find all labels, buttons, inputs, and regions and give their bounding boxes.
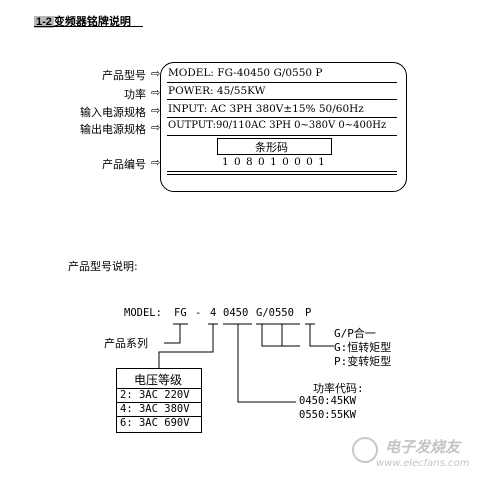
type-note: G/P合一 [334, 327, 376, 340]
model-voltage: 4 [210, 307, 217, 319]
power-code-row: 0550:55KW [299, 409, 356, 421]
plate-divider [167, 99, 397, 100]
section-underline [34, 26, 143, 27]
label-serial: 产品编号 [102, 158, 146, 171]
type-note: G:恒转矩型 [334, 341, 392, 354]
voltage-table-title: 电压等级 [134, 373, 183, 387]
power-code-row: 0450:45KW [299, 395, 356, 407]
barcode-box [217, 138, 332, 155]
barcode-label: 条形码 [255, 141, 288, 154]
serial-number: 1 0 8 0 1 0 0 0 1 [222, 156, 326, 168]
voltage-row: 4: 3AC 380V [120, 403, 190, 415]
model-series: FG [174, 307, 187, 319]
plate-divider [167, 135, 397, 136]
series-label: 产品系列 [104, 337, 148, 350]
arrow-icon: ⇨ [151, 121, 161, 134]
arrow-icon: ⇨ [151, 104, 161, 117]
model-explanation-heading: 产品型号说明: [68, 260, 138, 273]
label-model: 产品型号 [102, 69, 146, 82]
voltage-row: 6: 3AC 690V [120, 417, 190, 429]
plate-divider [167, 174, 397, 175]
label-output: 输出电源规格 [80, 123, 146, 136]
arrow-icon: ⇨ [151, 86, 161, 99]
watermark-brand: 电子发烧友 [385, 438, 461, 456]
model-power: 0450 [223, 307, 249, 319]
arrow-icon: ⇨ [151, 156, 161, 169]
voltage-table-divider [116, 402, 202, 403]
watermark-url: www.elecfans.com [376, 458, 470, 469]
arrow-icon: ⇨ [151, 67, 161, 80]
plate-divider [167, 82, 397, 83]
label-input: 输入电源规格 [80, 106, 146, 119]
model-prefix: MODEL: [124, 307, 162, 319]
type-note: P:变转矩型 [334, 355, 392, 368]
nameplate-box [160, 62, 407, 192]
nameplate-model: MODEL: FG-40450 G/0550 P [168, 67, 323, 79]
plate-divider [167, 117, 397, 118]
voltage-row: 2: 3AC 220V [120, 389, 190, 401]
section-number: 1-2 [34, 16, 54, 28]
model-type: G/0550 [256, 307, 294, 319]
nameplate-power: POWER: 45/55KW [168, 85, 266, 97]
watermark-logo-icon [352, 437, 378, 463]
voltage-table-body [116, 388, 202, 433]
section-title: 变频器铭牌说明 [53, 15, 131, 28]
nameplate-input: INPUT: AC 3PH 380V±15% 50/60Hz [168, 103, 364, 115]
label-power: 功率 [124, 88, 146, 101]
plate-divider [167, 171, 397, 172]
model-dash: - [195, 307, 202, 319]
voltage-table-divider [116, 416, 202, 417]
power-code-title: 功率代码: [313, 382, 364, 395]
model-suffix: P [305, 307, 312, 319]
nameplate-output: OUTPUT:90/110AC 3PH 0~380V 0~400Hz [168, 120, 387, 131]
